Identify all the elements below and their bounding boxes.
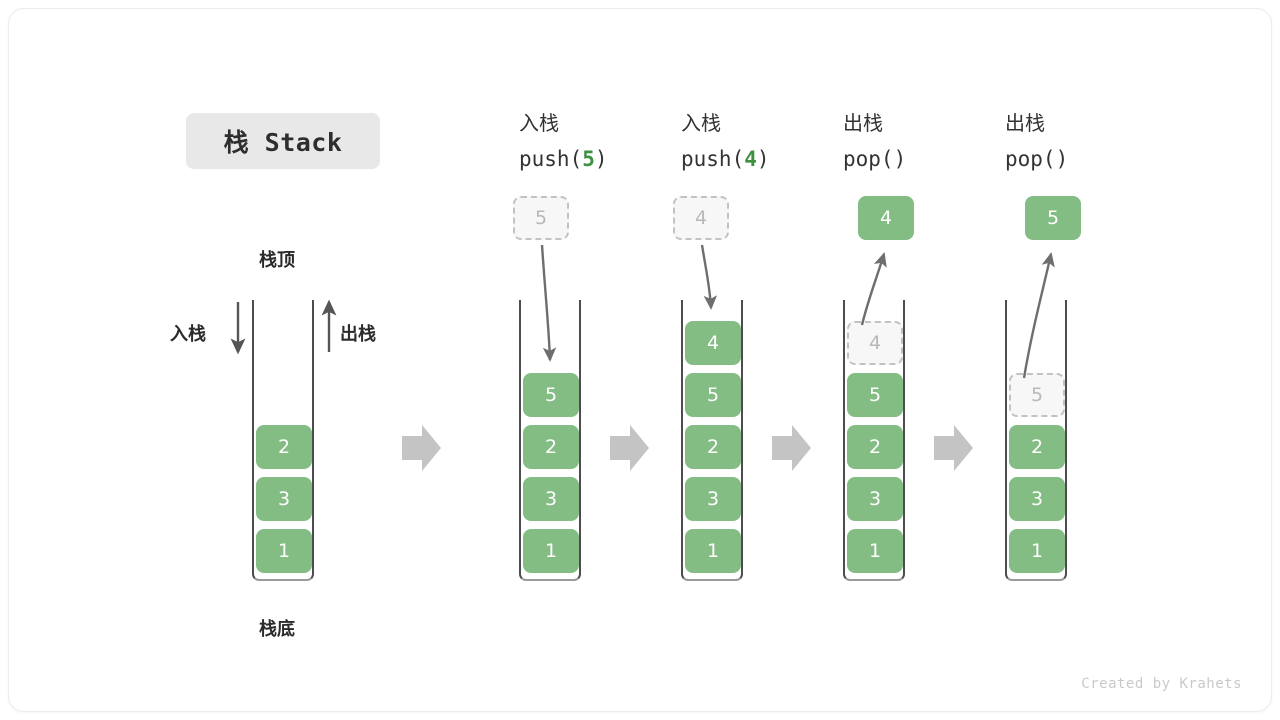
stack-cell: 1 (523, 529, 579, 573)
title-badge: 栈 Stack (186, 113, 380, 169)
step-caption-pop-2: 出栈 pop() (1005, 105, 1068, 177)
step-call-prefix: pop( (843, 147, 894, 171)
step-call-arg: 5 (582, 147, 595, 171)
stack-cell: 1 (685, 529, 741, 573)
stack-cell: 1 (847, 529, 903, 573)
ghost-cell-in-stack: 5 (1009, 373, 1065, 417)
incoming-ghost-cell: 4 (673, 196, 729, 240)
footer-credit: Created by Krahets (1081, 676, 1242, 692)
step-call-suffix: ) (594, 147, 608, 171)
stack-bottom-label: 栈底 (259, 619, 295, 640)
step-operation-label: 出栈 (843, 111, 883, 135)
stack-cell: 4 (685, 321, 741, 365)
step-call-suffix: ) (1055, 147, 1069, 171)
step-call-prefix: pop( (1005, 147, 1056, 171)
stack-cell: 5 (523, 373, 579, 417)
stack-push-label: 入栈 (170, 324, 206, 345)
stack-cell: 2 (256, 425, 312, 469)
stack-pop-label: 出栈 (340, 324, 376, 345)
stack-cell: 1 (1009, 529, 1065, 573)
stack-cell: 2 (1009, 425, 1065, 469)
stack-cell: 5 (847, 373, 903, 417)
stack-container-push-5: 5 2 3 1 (519, 300, 581, 581)
stack-cell: 1 (256, 529, 312, 573)
stack-cell: 3 (1009, 477, 1065, 521)
popped-cell: 5 (1025, 196, 1081, 240)
ghost-cell-in-stack: 4 (847, 321, 903, 365)
stack-container-pop-1: 4 5 2 3 1 (843, 300, 905, 581)
step-caption-push-5: 入栈 push(5) (519, 105, 608, 177)
step-call-suffix: ) (893, 147, 907, 171)
stack-cell: 2 (523, 425, 579, 469)
base-stack-container: 2 3 1 (252, 300, 314, 581)
step-operation-label: 入栈 (519, 111, 559, 135)
stack-cell: 3 (523, 477, 579, 521)
step-call-prefix: push( (681, 147, 745, 171)
stack-cell: 3 (256, 477, 312, 521)
step-call-suffix: ) (756, 147, 770, 171)
stack-cell: 2 (847, 425, 903, 469)
step-caption-push-4: 入栈 push(4) (681, 105, 770, 177)
stack-top-label: 栈顶 (259, 250, 295, 271)
step-operation-label: 出栈 (1005, 111, 1045, 135)
stack-cell: 2 (685, 425, 741, 469)
stack-cell: 5 (685, 373, 741, 417)
stack-cell: 3 (685, 477, 741, 521)
step-call-arg: 4 (744, 147, 757, 171)
step-caption-pop-1: 出栈 pop() (843, 105, 906, 177)
stack-container-pop-2: 5 2 3 1 (1005, 300, 1067, 581)
incoming-ghost-cell: 5 (513, 196, 569, 240)
step-call-prefix: push( (519, 147, 583, 171)
popped-cell: 4 (858, 196, 914, 240)
stack-container-push-4: 4 5 2 3 1 (681, 300, 743, 581)
step-operation-label: 入栈 (681, 111, 721, 135)
stack-cell: 3 (847, 477, 903, 521)
